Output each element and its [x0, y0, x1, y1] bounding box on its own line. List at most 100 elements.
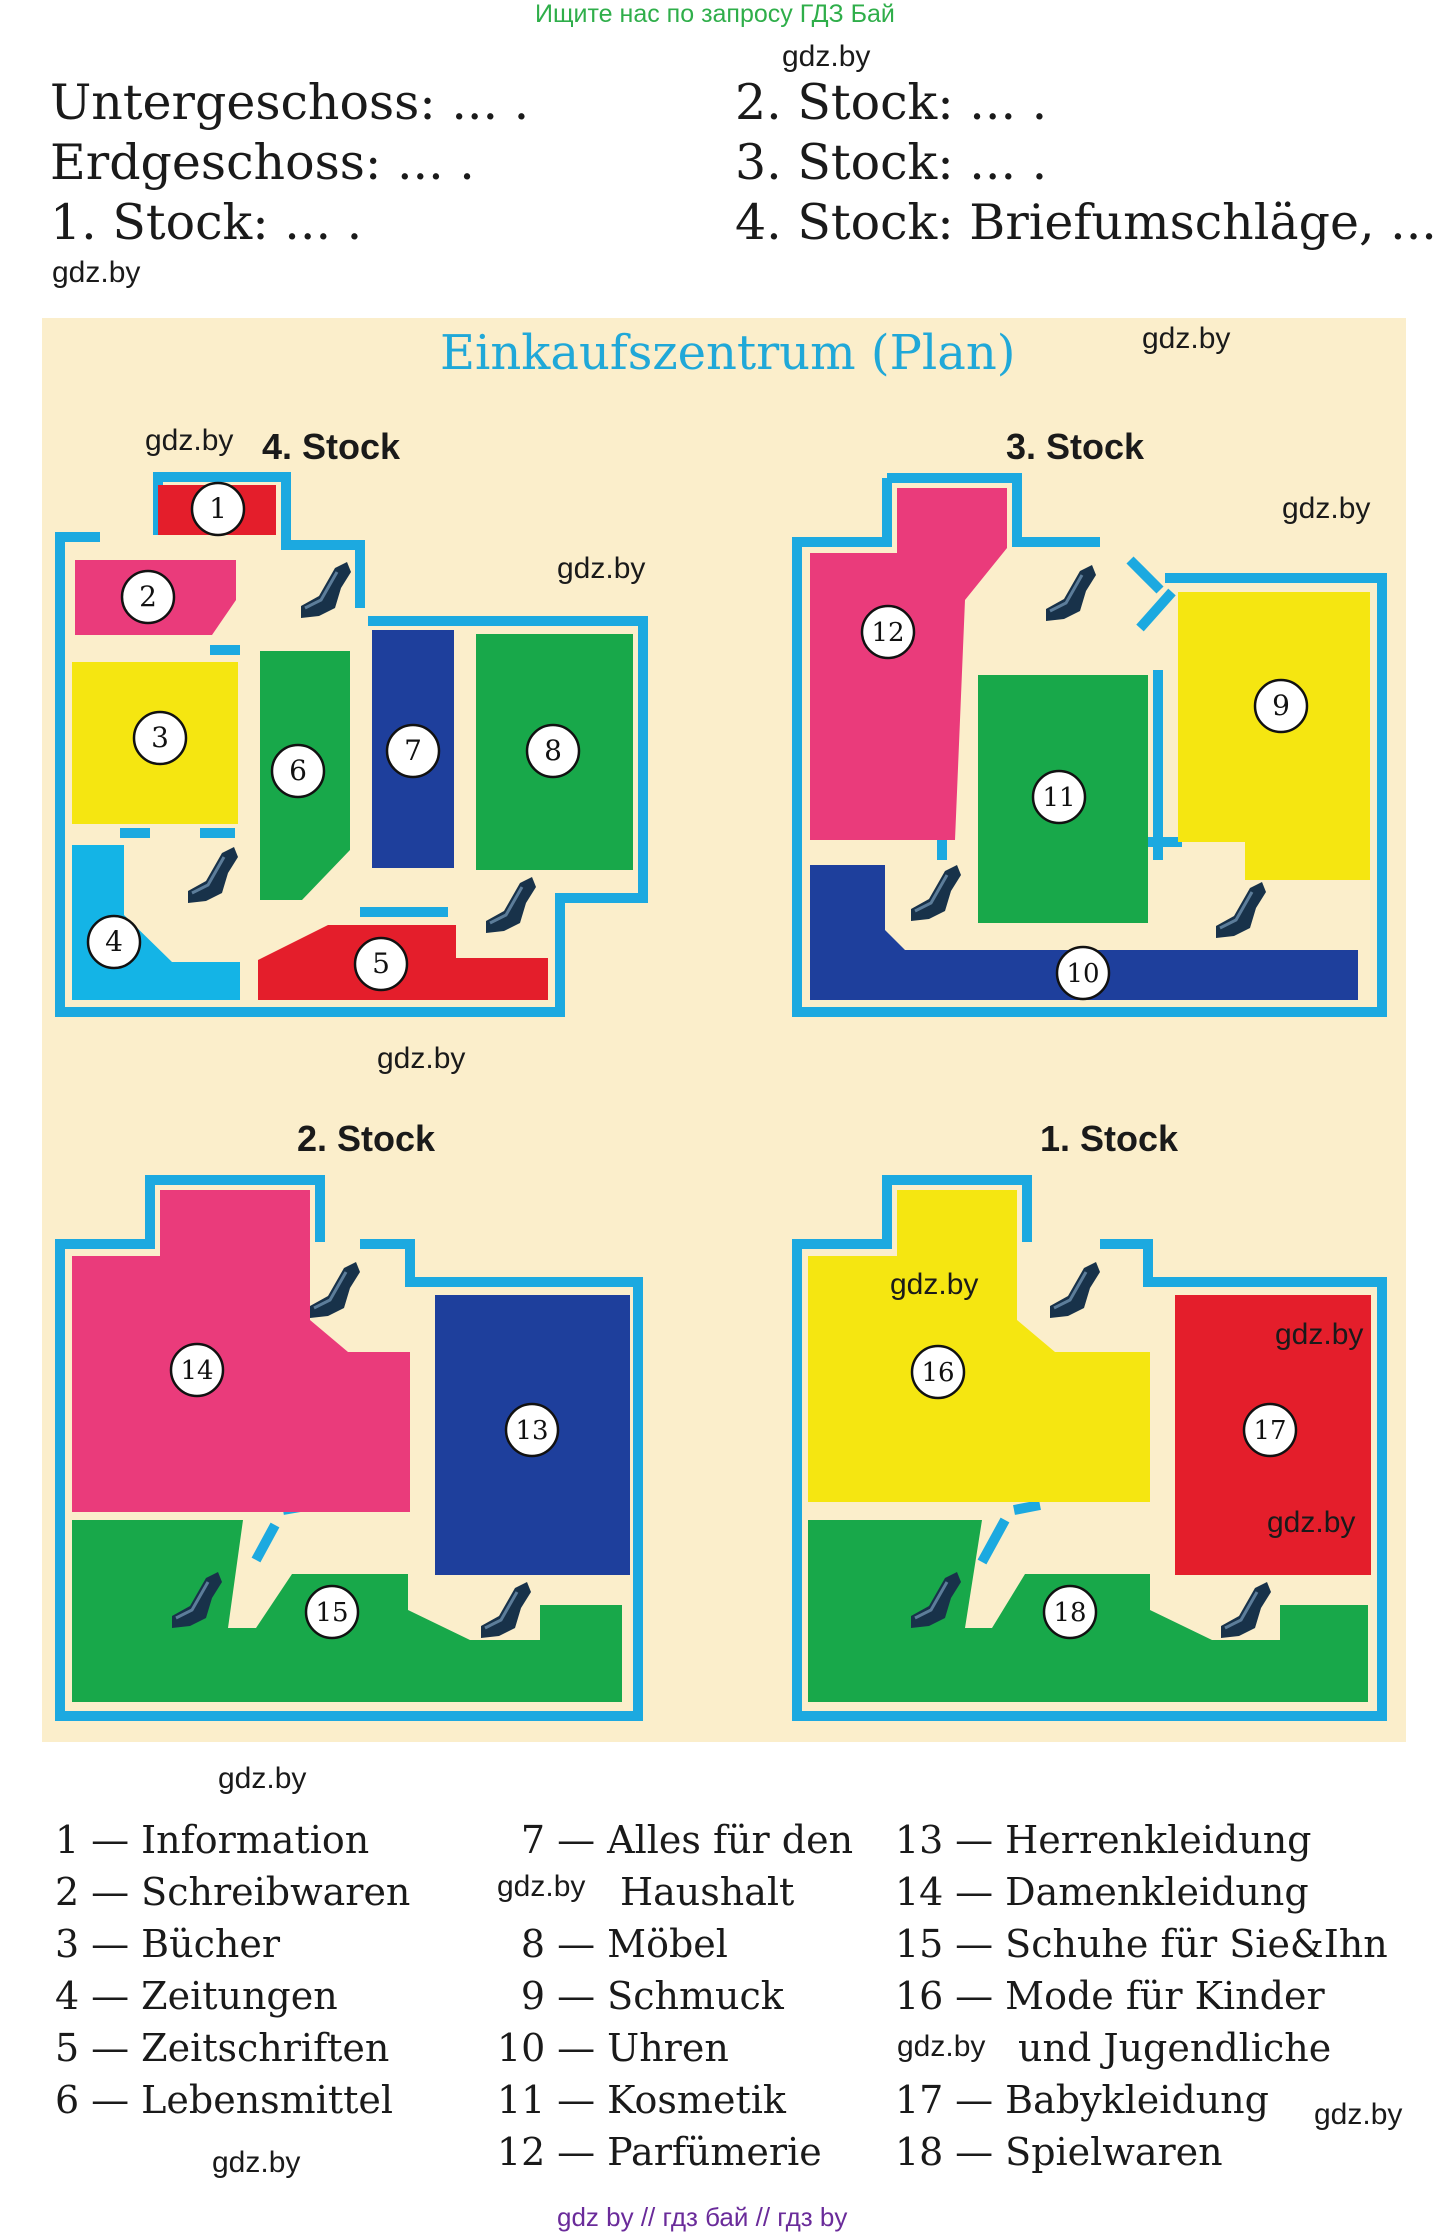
legend-dash: —	[79, 1818, 142, 1862]
room-marker-1: 1	[190, 481, 246, 537]
room-12	[810, 488, 1007, 840]
legend-dash: —	[545, 1818, 608, 1862]
legend-item: 6 — Lebensmittel	[55, 2074, 410, 2126]
legend-text: Mode für Kinder	[1005, 1974, 1325, 2018]
floor-title-3: 3. Stock	[1006, 426, 1145, 467]
watermark: gdz.by	[218, 1762, 307, 1795]
legend-number: 16	[895, 1974, 944, 2018]
room-number: 6	[289, 754, 307, 787]
watermark: gdz.by	[1314, 2098, 1403, 2131]
legend-text: Zeitschriften	[141, 2026, 390, 2070]
question-stock4: 4. Stock: Briefumschläge, ...	[735, 194, 1437, 251]
plan-title: Einkaufszentrum (Plan)	[440, 325, 1016, 381]
room-number: 10	[1066, 959, 1099, 989]
escalator-icon	[1048, 1260, 1102, 1320]
legend-dash: —	[545, 2078, 608, 2122]
legend-item: 8 — Möbel	[497, 1918, 853, 1970]
legend-item: 4 — Zeitungen	[55, 1970, 410, 2022]
floor-title-2: 2. Stock	[297, 1118, 436, 1159]
escalator-icon	[909, 863, 963, 923]
legend-number: 9	[520, 1974, 545, 2018]
escalator-icon	[299, 560, 353, 620]
legend-text: Möbel	[607, 1922, 728, 1966]
legend-item: 11 — Kosmetik	[497, 2074, 853, 2126]
room-marker-3: 3	[132, 710, 188, 766]
legend-item: 16 — Mode für Kinder	[895, 1970, 1388, 2022]
legend-number: 12	[497, 2130, 546, 2174]
room-number: 7	[404, 734, 422, 767]
room-marker-9: 9	[1253, 678, 1309, 734]
legend-text: Lebensmittel	[141, 2078, 394, 2122]
room-number: 11	[1042, 783, 1075, 813]
room-number: 16	[921, 1358, 954, 1388]
legend-dash: —	[943, 1870, 1006, 1914]
question-stock2: 2. Stock: ... .	[735, 74, 1048, 131]
legend-text: Kosmetik	[607, 2078, 786, 2122]
room-number: 1	[209, 492, 227, 525]
legend-item: 15 — Schuhe für Sie&Ihn	[895, 1918, 1388, 1970]
legend-text: Schmuck	[607, 1974, 784, 2018]
legend-number: 6	[55, 2078, 80, 2122]
footer-links: gdz by // гдз бай // гдз by	[557, 2202, 848, 2232]
top-note: Ищите нас по запросу ГДЗ Бай	[535, 0, 895, 28]
watermark: gdz.by	[782, 40, 871, 73]
room-number: 9	[1272, 689, 1290, 722]
legend-item: 9 — Schmuck	[497, 1970, 853, 2022]
floor-title-1: 1. Stock	[1040, 1118, 1179, 1159]
room-14	[72, 1190, 410, 1512]
legend-number: 11	[497, 2078, 546, 2122]
legend-number: 10	[497, 2026, 546, 2070]
watermark: gdz.by	[145, 424, 234, 457]
legend-text: Alles für den	[607, 1818, 854, 1862]
legend-dash: —	[943, 2130, 1006, 2174]
room-number: 3	[151, 721, 169, 754]
watermark: gdz.by	[497, 1870, 586, 1903]
room-9	[1178, 592, 1370, 880]
watermark: gdz.by	[212, 2146, 301, 2179]
legend-number: 14	[895, 1870, 944, 1914]
floor-plan-1	[792, 1175, 1387, 1721]
legend-dash: —	[79, 1922, 142, 1966]
legend-item: 12 — Parfümerie	[497, 2126, 853, 2178]
legend-dash: —	[79, 2026, 142, 2070]
watermark: gdz.by	[897, 2030, 986, 2063]
escalator-icon	[479, 1580, 533, 1640]
room-marker-4: 4	[86, 914, 142, 970]
watermark: gdz.by	[1275, 1318, 1364, 1351]
room-10	[810, 865, 1358, 1000]
watermark: gdz.by	[557, 552, 646, 585]
legend-item: 18 — Spielwaren	[895, 2126, 1388, 2178]
room-number: 2	[139, 580, 157, 613]
legend-number: 4	[55, 1974, 80, 2018]
question-stock3: 3. Stock: ... .	[735, 134, 1048, 191]
question-stock1: 1. Stock: ... .	[50, 194, 363, 251]
room-marker-13: 13	[504, 1402, 560, 1458]
escalator-icon	[1219, 1580, 1273, 1640]
room-marker-14: 14	[169, 1342, 225, 1398]
legend-number: 17	[895, 2078, 944, 2122]
floor-1-walls	[792, 1175, 1387, 1721]
legend-dash: —	[79, 1974, 142, 2018]
legend-dash: —	[545, 2130, 608, 2174]
legend-text: und Jugendliche	[1018, 2026, 1332, 2070]
room-number: 5	[372, 947, 390, 980]
room-number: 12	[871, 618, 904, 648]
legend-text: Uhren	[607, 2026, 729, 2070]
legend-text: Herrenkleidung	[1005, 1818, 1312, 1862]
room-16	[808, 1190, 1150, 1502]
legend-item: 7 — Alles für den	[497, 1814, 853, 1866]
escalator-icon	[308, 1260, 362, 1320]
watermark: gdz.by	[1142, 322, 1231, 355]
room-number: 8	[544, 734, 562, 767]
legend-text: Babykleidung	[1005, 2078, 1269, 2122]
room-number: 17	[1253, 1416, 1286, 1446]
watermark: gdz.by	[890, 1268, 979, 1301]
legend-dash: —	[943, 1922, 1006, 1966]
room-marker-12: 12	[860, 604, 916, 660]
legend-text: Parfümerie	[607, 2130, 822, 2174]
room-marker-16: 16	[910, 1344, 966, 1400]
room-marker-15: 15	[304, 1584, 360, 1640]
